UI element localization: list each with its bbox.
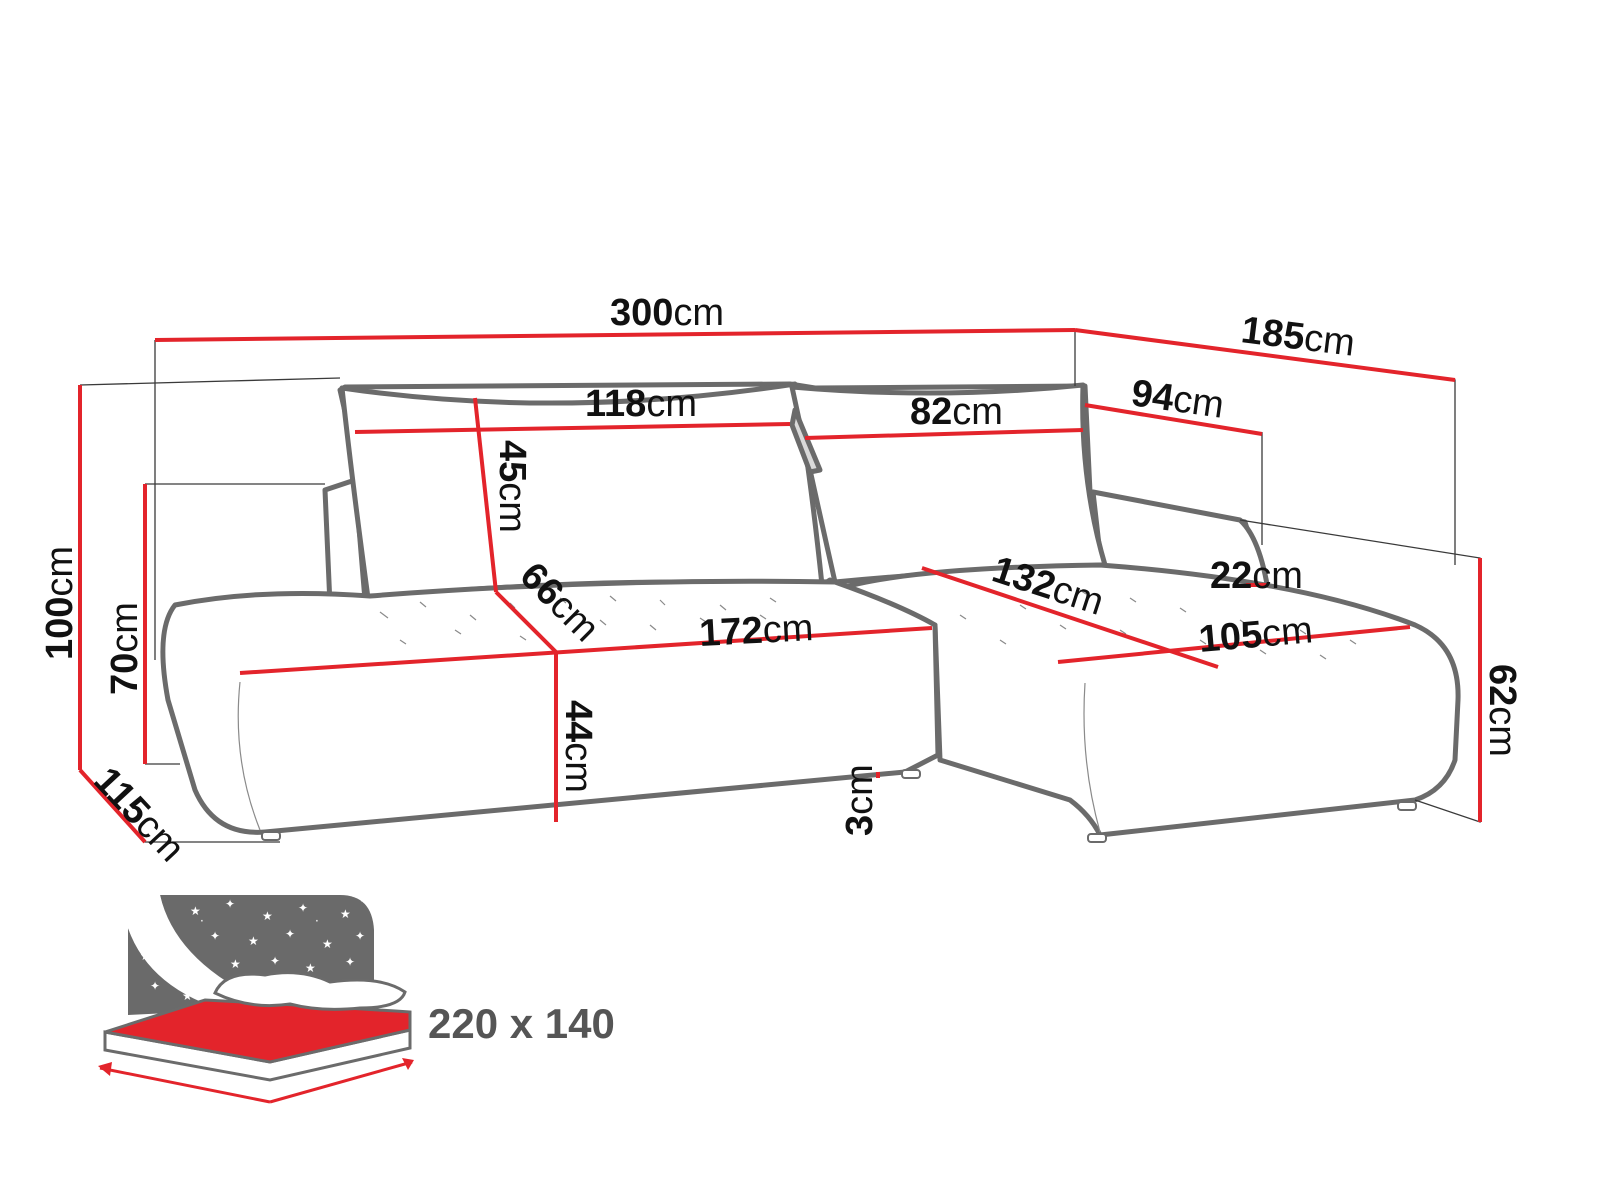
svg-text:★: ★ [262, 909, 273, 923]
leg-front-left [261, 831, 281, 841]
sleeping-area-icon: ★✦★ ✦★✦ ★✦★ ✦★✦ ★✦★ ✦★· ·· 220 x 140 [98, 894, 615, 1104]
label-chaise-height: 62cm [1481, 664, 1523, 757]
label-cushion-height: 45cm [491, 440, 533, 533]
svg-text:★: ★ [140, 949, 151, 963]
label-total-width: 300cm [610, 292, 724, 334]
label-chaise-depth: 185cm [1239, 309, 1357, 365]
svg-text:✦: ✦ [298, 901, 308, 915]
label-leg-height: 3cm [839, 764, 881, 836]
left-back-cushion [339, 381, 825, 601]
svg-text:✦: ✦ [270, 954, 280, 968]
label-chaise-back-width: 94cm [1129, 372, 1227, 427]
night-sky-lower [128, 928, 230, 1015]
tufting [379, 589, 1357, 660]
sleeping-area-label: 220 x 140 [428, 1000, 615, 1047]
svg-text:✦: ✦ [225, 897, 235, 911]
stars: ★✦★ ✦★✦ ★✦★ ✦★✦ ★✦★ ✦★· ·· [140, 894, 365, 1003]
label-cushion-left-width: 118cm [585, 383, 697, 425]
seat-front-face [237, 681, 261, 831]
pillow-icon [213, 971, 407, 1011]
label-cushion-right-width: 82cm [910, 391, 1003, 433]
dimension-lines [78, 328, 1482, 844]
svg-text:★: ★ [230, 957, 241, 971]
svg-text:★: ★ [190, 904, 201, 918]
label-side-depth: 115cm [85, 759, 192, 870]
svg-text:·: · [360, 894, 364, 908]
leg-front-middle [901, 769, 921, 779]
svg-text:✦: ✦ [345, 955, 355, 969]
svg-text:★: ★ [340, 907, 351, 921]
svg-text:★: ★ [305, 961, 316, 975]
label-seat-width: 172cm [698, 607, 814, 655]
svg-text:★: ★ [248, 934, 259, 948]
svg-text:✦: ✦ [355, 929, 365, 943]
svg-text:·: · [315, 914, 319, 928]
leg-chaise-back [1397, 801, 1417, 811]
svg-text:✦: ✦ [210, 929, 220, 943]
label-chaise-arm-height: 22cm [1210, 555, 1303, 597]
chaise-front-face [1083, 682, 1101, 833]
label-chaise-width: 105cm [1197, 609, 1314, 661]
label-total-height: 100cm [39, 546, 81, 660]
svg-text:✦: ✦ [285, 927, 295, 941]
bolster [789, 407, 823, 475]
night-sky-icon [160, 895, 374, 1000]
main-seat [160, 578, 941, 835]
leg-chaise-front [1087, 833, 1107, 843]
label-arm-height: 70cm [104, 602, 146, 695]
svg-text:·: · [200, 914, 204, 928]
svg-text:★: ★ [182, 989, 193, 1003]
svg-text:★: ★ [322, 937, 333, 951]
label-seat-height: 44cm [557, 700, 599, 793]
svg-text:✦: ✦ [150, 979, 160, 993]
